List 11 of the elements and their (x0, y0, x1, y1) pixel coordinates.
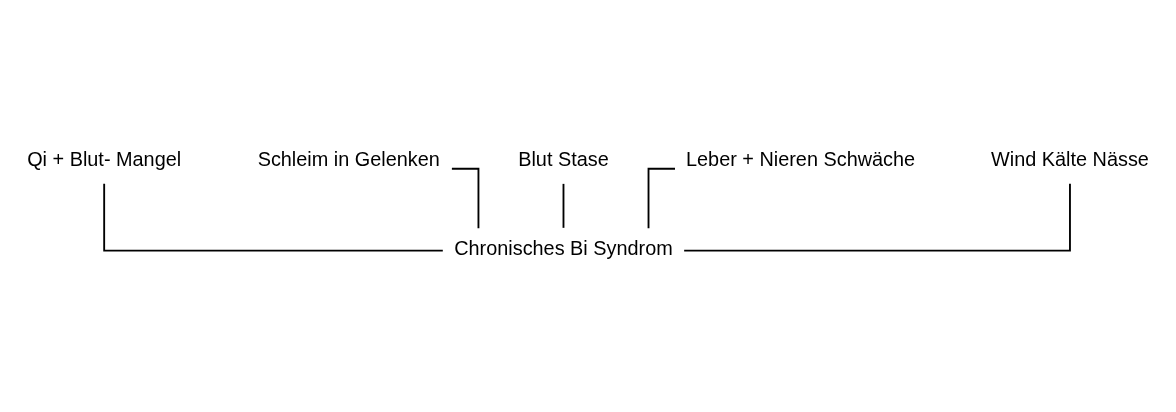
connector (103, 182, 444, 252)
node-text: Qi + Blut- Mangel (27, 148, 182, 171)
node-text: Wind Kälte Nässe (991, 148, 1149, 171)
node-text: Leber + Nieren Schwäche (686, 148, 916, 171)
node-text: Blut Stase (518, 148, 609, 171)
node-text: Schleim in Gelenken (257, 148, 440, 171)
connector (647, 167, 676, 230)
node-text: Chronisches Bi Syndrom (454, 237, 673, 260)
connector (683, 182, 1071, 252)
connector (562, 182, 565, 229)
connector (450, 167, 480, 230)
